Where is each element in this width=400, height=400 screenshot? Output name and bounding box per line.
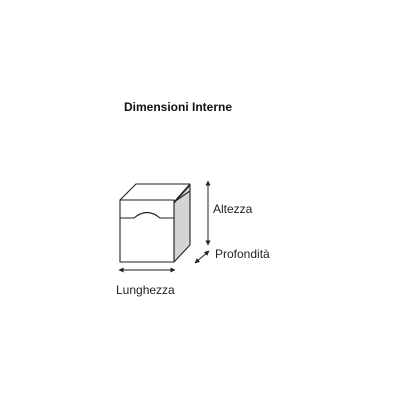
box-lid-flap <box>120 211 174 219</box>
height-label: Altezza <box>213 202 253 216</box>
box-front-face <box>119 199 175 263</box>
box-top-back-edge <box>173 190 191 203</box>
depth-label: Profondità <box>215 247 270 261</box>
box-illustration <box>119 183 191 263</box>
length-label: Lunghezza <box>116 283 175 297</box>
diagram-title: Dimensioni Interne <box>124 100 232 114</box>
depth-arrow <box>194 250 210 264</box>
